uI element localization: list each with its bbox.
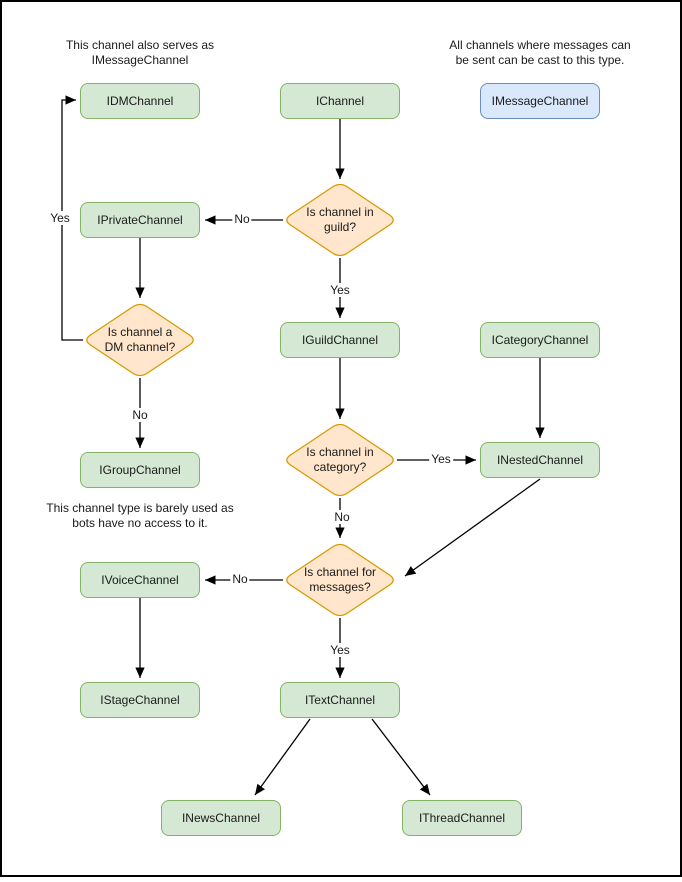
node-inewschannel: INewsChannel xyxy=(161,800,281,836)
decision-category-label: Is channel in category? xyxy=(290,445,390,475)
decision-category-line1: Is channel in xyxy=(306,445,374,459)
node-iguildchannel: IGuildChannel xyxy=(280,322,400,358)
note-idmchannel-line1: This channel also serves as xyxy=(65,38,215,52)
decision-dm-line1: Is channel a xyxy=(107,325,173,339)
note-idmchannel-line2: IMessageChannel xyxy=(91,53,189,67)
decision-guild-line1: Is channel in xyxy=(306,205,374,219)
node-igroupchannel: IGroupChannel xyxy=(80,452,200,488)
note-imessagechannel: All channels where messages can be sent … xyxy=(420,38,660,68)
decision-category-shape xyxy=(286,423,394,497)
node-ichannel: IChannel xyxy=(280,83,400,119)
node-imessagechannel: IMessageChannel xyxy=(480,83,600,119)
node-istagechannel: IStageChannel xyxy=(80,682,200,718)
edge-label-no-guild-to-private: No xyxy=(232,212,252,226)
decision-messages-line2: messages? xyxy=(309,580,371,594)
node-idmchannel: IDMChannel xyxy=(80,83,200,119)
decision-dm-label: Is channel a DM channel? xyxy=(90,325,190,355)
node-inestedchannel: INestedChannel xyxy=(480,442,600,478)
decision-guild-line2: guild? xyxy=(323,220,357,234)
edge-label-no-messages-to-voice: No xyxy=(230,572,250,586)
node-ivoicechannel: IVoiceChannel xyxy=(80,562,200,598)
edge-label-yes-messages-down: Yes xyxy=(328,643,352,657)
edge-label-yes-category-to-nested: Yes xyxy=(429,452,453,466)
note-imessagechannel-line1: All channels where messages can xyxy=(449,38,631,52)
node-ithreadchannel: IThreadChannel xyxy=(402,800,522,836)
note-igroupchannel-line2: bots have no access to it. xyxy=(72,516,208,530)
edge-label-yes-dm-to-idm: Yes xyxy=(48,211,72,225)
node-itextchannel: ITextChannel xyxy=(280,682,400,718)
node-iprivatechannel: IPrivateChannel xyxy=(80,202,200,238)
arrow-itextchannel-to-ithreadchannel xyxy=(371,718,431,796)
note-igroupchannel-line1: This channel type is barely used as xyxy=(46,501,234,515)
decision-messages-shape xyxy=(286,543,394,617)
node-icategorychannel: ICategoryChannel xyxy=(480,322,600,358)
decision-guild-shape xyxy=(286,183,394,257)
note-idmchannel: This channel also serves as IMessageChan… xyxy=(30,38,250,68)
decision-guild-label: Is channel in guild? xyxy=(290,205,390,235)
edge-label-no-category-down: No xyxy=(332,510,352,524)
edge-label-no-dm-down: No xyxy=(130,408,150,422)
note-igroupchannel: This channel type is barely used as bots… xyxy=(20,501,260,531)
note-imessagechannel-line2: be sent can be cast to this type. xyxy=(455,53,625,67)
decision-messages-label: Is channel for messages? xyxy=(290,565,390,595)
edge-label-yes-guild-down: Yes xyxy=(328,283,352,297)
decision-messages-line1: Is channel for xyxy=(303,565,377,579)
decision-dm-shape xyxy=(86,303,194,377)
arrow-itextchannel-to-inewschannel xyxy=(254,718,311,796)
decision-category-line2: category? xyxy=(313,460,367,474)
decision-dm-line2: DM channel? xyxy=(104,340,176,354)
arrow-inestedchannel-to-messages-decision xyxy=(404,478,541,577)
